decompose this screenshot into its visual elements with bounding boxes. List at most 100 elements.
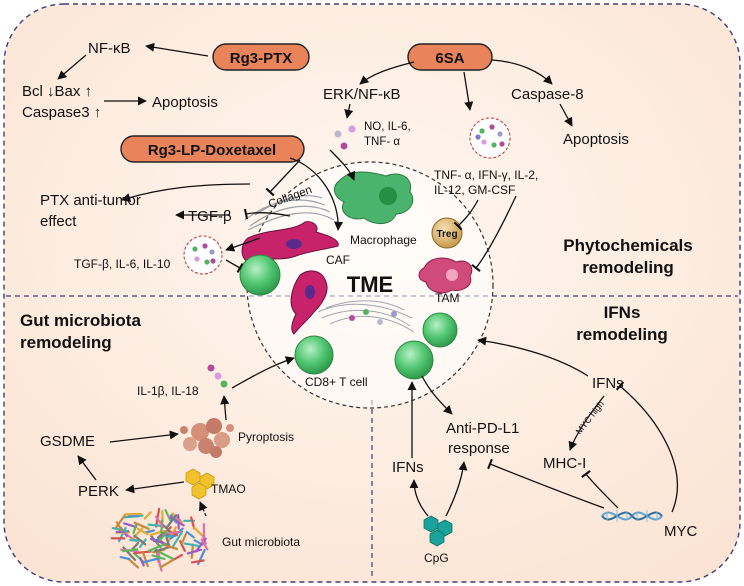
t-cell-lower-left: [294, 335, 334, 375]
pyroptosis-cell: [180, 418, 234, 458]
ifns-right-label: IFNs: [592, 375, 624, 392]
caspase3-label: Caspase3 ↑: [22, 104, 101, 121]
inhibit-vesicle-tam: [471, 195, 517, 272]
drug-6sa: 6SA: [407, 43, 493, 71]
cytokines-line2: IL-12, GM-CSF: [434, 183, 515, 197]
inhibit-caf-tgfb: [243, 208, 291, 220]
arrow-6sa-caspase8: [491, 59, 553, 85]
no-il6-label: NO, IL-6,: [364, 121, 411, 133]
gut-title-line2: remodeling: [20, 333, 112, 352]
microbe-rod: [139, 557, 145, 567]
arrow-erk-cytokines: [344, 103, 354, 119]
arrow-caspase8-apoptosis: [559, 103, 573, 127]
phyto-title-line2: remodeling: [582, 258, 674, 277]
bcl-bax-label: Bcl ↓Bax ↑: [22, 83, 92, 100]
microbe-rod: [163, 544, 179, 551]
cytokine-vesicle-caf: [183, 235, 223, 275]
macrophage-label: Macrophage: [350, 233, 417, 247]
nfkb-label: NF-κB: [88, 40, 131, 57]
microbe-rod: [164, 509, 172, 522]
arrow-pyroptosis-il: [220, 395, 230, 421]
microbe-rod: [190, 516, 196, 530]
inhibit-rg3lp-collagen: [265, 159, 301, 197]
tam-label: TAM: [435, 291, 459, 305]
microbe-rod: [147, 542, 167, 553]
arrow-cpg-ifns: [409, 479, 429, 517]
arrow-cytokines-macrophage: [329, 149, 356, 181]
inhibit-vesicle-treg: [453, 199, 479, 231]
arrow-cpg-antipdl1: [445, 461, 468, 517]
gut-title-line1: Gut microbiota: [20, 311, 141, 330]
myc-dna-icon: [601, 510, 663, 522]
tnf-a-label: TNF- α: [364, 136, 400, 148]
microbe-rod: [194, 537, 207, 553]
microbe-rod: [154, 545, 172, 553]
cpg-label: CpG: [424, 551, 449, 565]
microbe-rod: [157, 530, 165, 539]
microbe-rod: [119, 555, 131, 561]
arrow-microbiota-tmao: [199, 501, 208, 517]
arrow-ifns-mhc: [568, 395, 605, 451]
inhibit-myc-antipdl1: [487, 458, 605, 509]
microbe-rod: [111, 526, 128, 533]
t-cell-right: [422, 312, 458, 348]
gut-microbiota-cluster: [110, 507, 209, 572]
microbe-rod: [133, 521, 150, 531]
ifns-left-label: IFNs: [392, 459, 424, 476]
tgf-cytokines-label: TGF-β, IL-6, IL-10: [74, 257, 171, 271]
cytokines-line1: TNF- α, IFN-γ, IL-2,: [434, 168, 538, 182]
pyroptosis-label: Pyroptosis: [238, 430, 294, 444]
anti-pdl1-line1: Anti-PD-L1: [446, 420, 519, 437]
microbe-rod: [127, 514, 139, 518]
drug-rg3-ptx: Rg3-PTX: [212, 43, 310, 71]
anti-pdl1-line2: response: [448, 440, 510, 457]
microbe-rod: [159, 558, 175, 569]
il-dots: [207, 364, 228, 388]
caf-cell-2: [290, 270, 328, 335]
inhibit-myc-ifns: [615, 381, 678, 513]
microbe-rod: [172, 530, 184, 548]
ptx-effect-line1: PTX anti-tumor: [40, 192, 141, 209]
caf-label: CAF: [326, 253, 350, 267]
apoptosis-right-label: Apoptosis: [563, 131, 629, 148]
mhc-label: MHC-I: [543, 455, 586, 472]
treg-label: Treg: [436, 229, 457, 240]
erk-nfkb-label: ERK/NF-κB: [323, 86, 401, 103]
perk-label: PERK: [78, 483, 119, 500]
treg-cell: Treg: [431, 217, 463, 249]
cd8-label: CD8+ T cell: [305, 375, 368, 389]
ifn-title-line2: remodeling: [576, 325, 668, 344]
cytokine-dots-erk: [334, 125, 356, 150]
microbe-rod: [157, 550, 175, 561]
microbe-rod: [127, 557, 140, 569]
ptx-effect-line2: effect: [40, 213, 77, 230]
microbe-rod: [147, 523, 162, 527]
microbe-rod: [123, 522, 138, 529]
phyto-title-line1: Phytochemicals: [563, 236, 692, 255]
arrow-gsdme-pyroptosis: [109, 430, 179, 443]
tgfb-label: TGF-β: [188, 208, 232, 225]
tmao-label: TMAO: [211, 482, 246, 496]
caspase8-label: Caspase-8: [511, 86, 584, 103]
microbe-rod: [183, 542, 199, 547]
microbe-rod: [190, 559, 205, 564]
microbe-rod: [133, 534, 147, 546]
outer-frame: [3, 3, 741, 583]
gsdme-label: GSDME: [40, 433, 95, 450]
microbe-rod: [156, 528, 170, 544]
drug-6sa-label: 6SA: [435, 50, 464, 67]
microbe-rod: [114, 514, 126, 530]
arrow-to-ptx-effect: [121, 183, 251, 202]
arrow-ifns-tcell: [477, 336, 589, 377]
arrow-6sa-vesicle: [463, 71, 474, 111]
cytokine-vesicle-6sa: [469, 117, 511, 159]
microbe-rod: [154, 515, 165, 529]
ifn-title-line1: IFNs: [604, 303, 641, 322]
tme-particles: [349, 309, 397, 325]
microbe-rod: [185, 530, 195, 539]
gut-microbiota-label: Gut microbiota: [222, 535, 300, 549]
myc-label: MYC: [664, 523, 698, 540]
microbe-rod: [168, 530, 182, 535]
